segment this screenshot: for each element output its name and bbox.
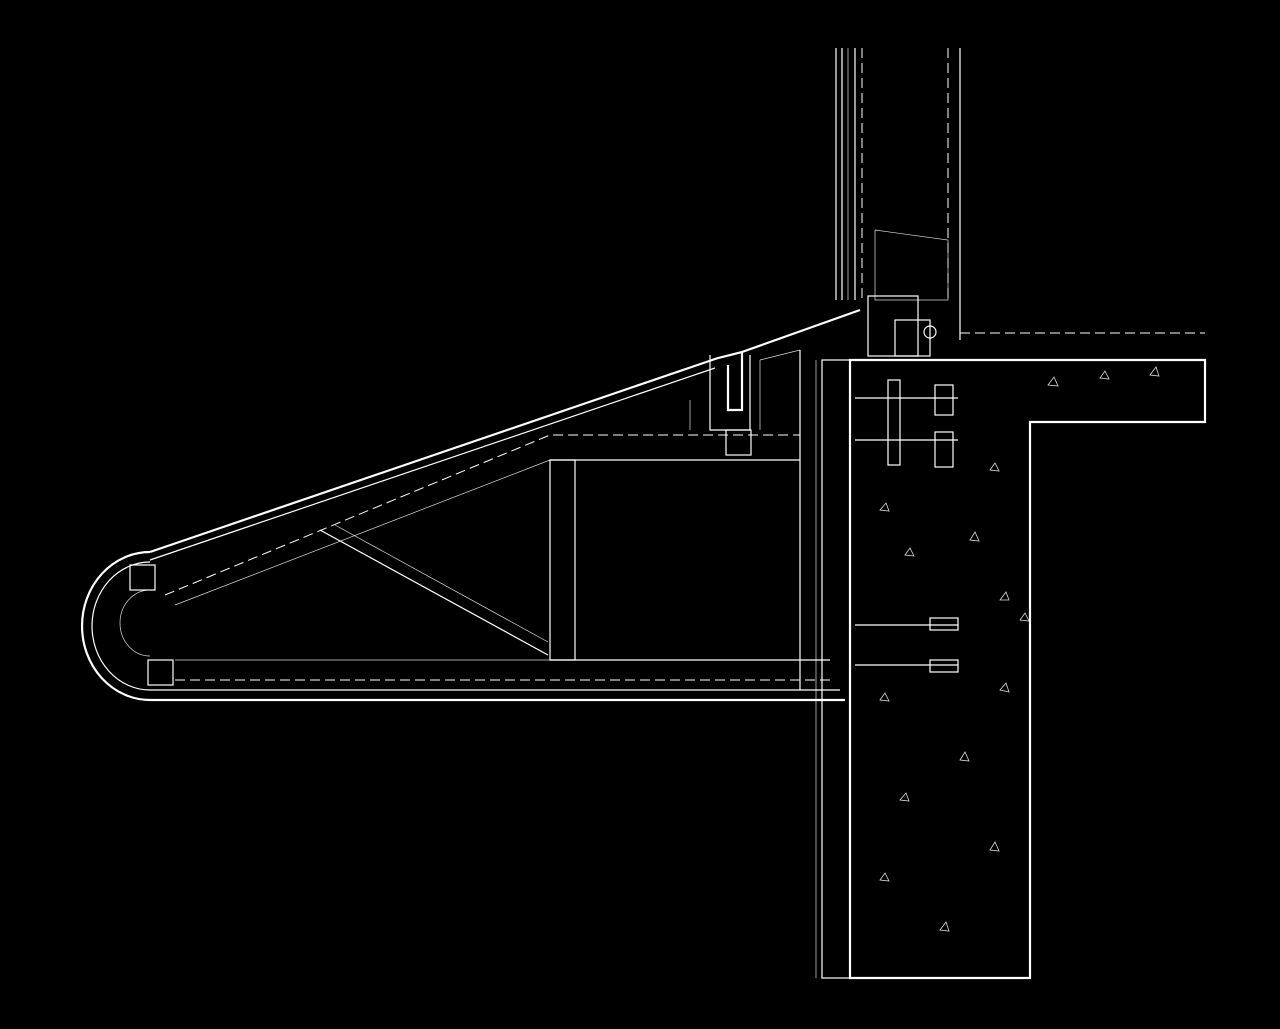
concrete-slab-and-wall bbox=[848, 358, 1207, 980]
corner-tube bbox=[129, 564, 156, 591]
canopy-cladding bbox=[80, 308, 861, 702]
anchor-plate bbox=[887, 379, 901, 466]
gutter-tube bbox=[725, 429, 752, 456]
canopy-steel-frame bbox=[164, 349, 830, 690]
anchor-bolts bbox=[855, 379, 959, 673]
aggregate-marks bbox=[879, 366, 1160, 932]
bolt-icon bbox=[923, 325, 937, 339]
anchor-plate bbox=[929, 659, 959, 673]
corner-tube bbox=[147, 659, 174, 686]
anchor-plate bbox=[934, 431, 954, 468]
anchor-plate bbox=[934, 384, 954, 416]
window-frame bbox=[835, 48, 1205, 357]
anchor-plate bbox=[929, 617, 959, 631]
insulation-layer bbox=[815, 359, 851, 979]
